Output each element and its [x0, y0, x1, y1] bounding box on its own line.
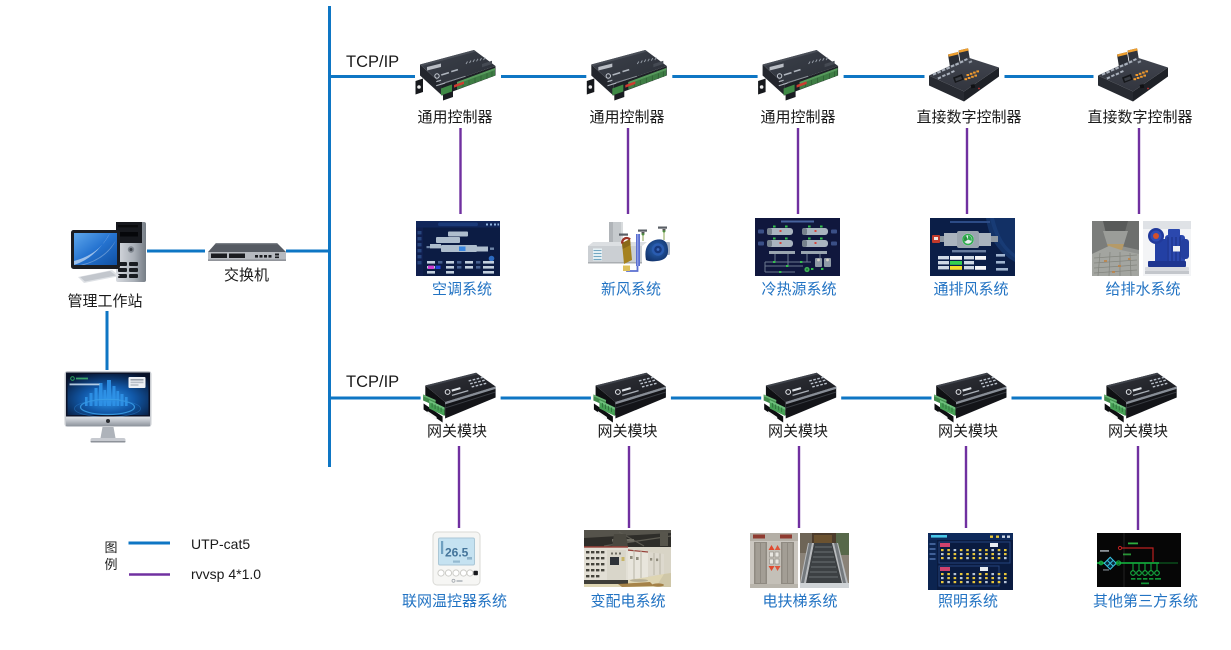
svg-text:26.5: 26.5	[445, 546, 469, 560]
